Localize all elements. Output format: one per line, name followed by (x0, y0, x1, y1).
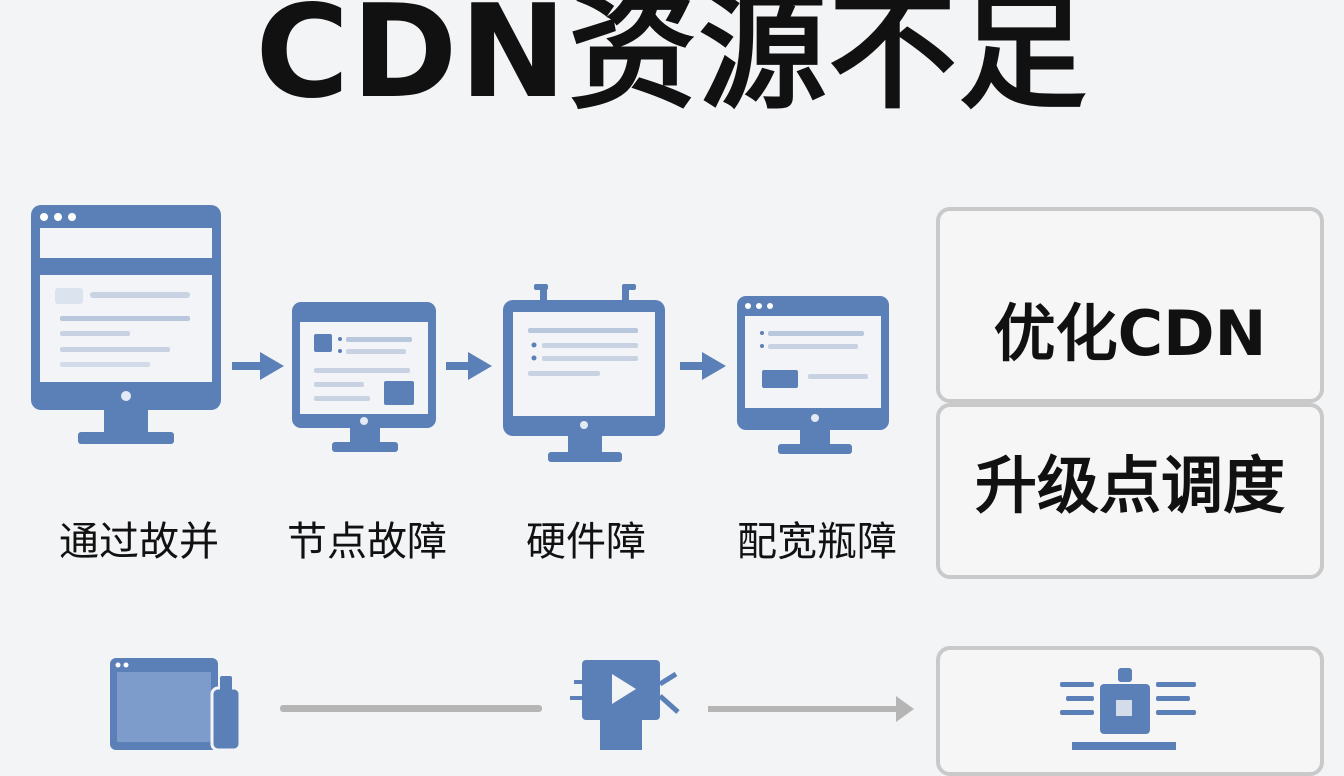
monitor-device-icon (110, 658, 242, 750)
step-label: 节点故障 (287, 519, 447, 565)
solution-label: 升级点调度 (974, 449, 1285, 522)
monitor-node-icon (292, 302, 436, 452)
step-label: 配宽瓶障 (737, 519, 897, 565)
solution-label: 优化CDN (993, 297, 1267, 370)
step-label: 通过故并 (59, 519, 219, 565)
server-node-icon (1060, 668, 1196, 750)
connector-line (280, 705, 542, 712)
arrow-right-icon (680, 352, 726, 380)
video-play-icon (570, 660, 680, 750)
step-label: 硬件障 (526, 519, 646, 565)
arrow-right-icon (446, 352, 492, 380)
solution-box-upgrade: 升级点调度 (936, 403, 1324, 579)
monitor-hardware-icon (503, 284, 665, 462)
arrow-right-icon (232, 352, 284, 380)
flow-diagram (31, 205, 1196, 750)
page-title: CDN资源不足 (255, 0, 1089, 127)
monitor-bandwidth-icon (737, 296, 889, 454)
solution-box-optimize: 优化CDN (936, 207, 1324, 403)
monitor-browser-icon (31, 205, 221, 444)
arrow-right-icon (708, 696, 914, 722)
